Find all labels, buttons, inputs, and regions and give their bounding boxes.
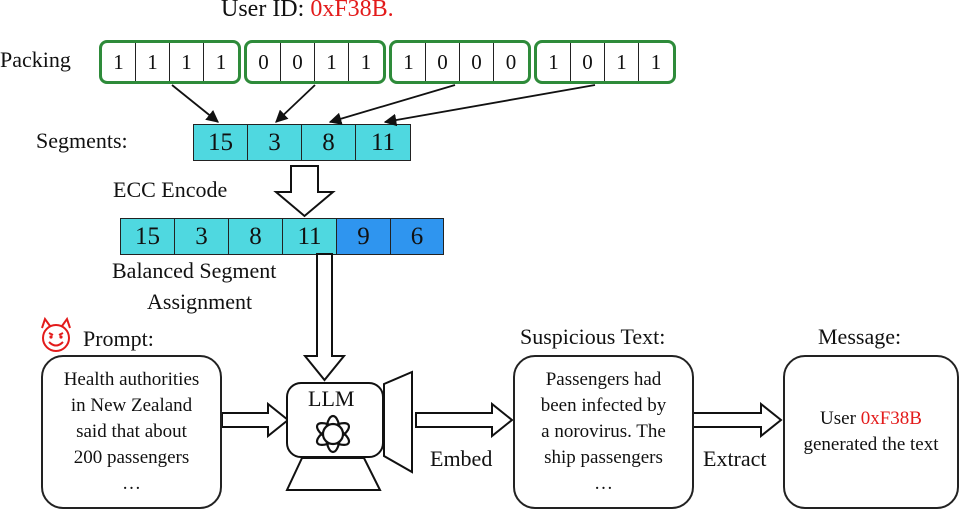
to-llm-arrow bbox=[302, 253, 347, 382]
speaker-icon bbox=[285, 370, 413, 491]
prompt-to-llm-arrow bbox=[221, 401, 290, 439]
prompt-box: Health authorities in New Zealand said t… bbox=[41, 355, 222, 509]
ecc-cell: 11 bbox=[283, 219, 337, 254]
ecc-label: ECC Encode bbox=[113, 177, 228, 202]
segment-cell: 8 bbox=[302, 125, 356, 160]
suspicious-line: been infected by bbox=[540, 395, 667, 416]
message-user-id: 0xF38B bbox=[860, 408, 922, 429]
message-line-1: User 0xF38B bbox=[820, 406, 922, 432]
bit: 0 bbox=[281, 43, 315, 81]
prompt-line: Health authorities bbox=[63, 369, 200, 390]
packing-bits: 1 1 1 1 0 0 1 1 1 0 0 0 1 0 1 1 bbox=[99, 40, 679, 84]
extract-arrow bbox=[692, 401, 783, 439]
prompt-line: said that about bbox=[76, 421, 187, 442]
suspicious-line: Passengers had bbox=[545, 369, 662, 390]
bit: 0 bbox=[460, 43, 494, 81]
bit: 1 bbox=[215, 49, 227, 74]
bit: 1 bbox=[650, 49, 662, 74]
prompt-line: in New Zealand bbox=[70, 395, 193, 416]
parity-cell: 6 bbox=[391, 219, 443, 254]
ecc-cell: 3 bbox=[175, 219, 229, 254]
openai-logo-icon bbox=[315, 414, 351, 454]
bit: 1 bbox=[605, 43, 639, 81]
bit: 1 bbox=[537, 43, 571, 81]
segments-row: 15 3 8 11 bbox=[193, 124, 411, 161]
devil-face-icon bbox=[41, 316, 71, 352]
bit: 1 bbox=[392, 43, 426, 81]
message-prefix: User bbox=[820, 408, 861, 429]
segment-cell: 3 bbox=[248, 125, 302, 160]
bit-group: 1 0 0 0 bbox=[389, 40, 531, 84]
balanced-caption-line1: Balanced Segment bbox=[112, 258, 277, 283]
embed-arrow bbox=[415, 401, 514, 439]
pack-arrow bbox=[171, 84, 219, 123]
message-line-2: generated the text bbox=[803, 434, 939, 455]
message-box: User 0xF38B generated the text bbox=[783, 355, 959, 509]
prompt-label: Prompt: bbox=[83, 326, 154, 351]
ecc-encode-arrow bbox=[273, 165, 336, 218]
prompt-line: 200 passengers bbox=[73, 447, 190, 468]
suspicious-label: Suspicious Text: bbox=[520, 324, 666, 349]
bit: 0 bbox=[426, 43, 460, 81]
pack-arrow bbox=[383, 84, 596, 127]
pack-arrow bbox=[275, 84, 316, 123]
suspicious-box: Passengers had been infected by a norovi… bbox=[513, 355, 694, 509]
user-id: 0xF38B. bbox=[310, 0, 394, 22]
bit-group: 1 1 1 1 bbox=[99, 40, 241, 84]
suspicious-line: … bbox=[594, 473, 613, 494]
ecc-cell: 15 bbox=[121, 219, 175, 254]
segments-label: Segments: bbox=[36, 128, 128, 153]
bit: 1 bbox=[136, 43, 170, 81]
bit: 1 bbox=[360, 49, 372, 74]
suspicious-line: ship passengers bbox=[544, 447, 663, 468]
bit: 1 bbox=[170, 43, 204, 81]
prompt-line: … bbox=[122, 473, 141, 494]
extract-label: Extract bbox=[703, 446, 767, 471]
ecc-cell: 8 bbox=[229, 219, 283, 254]
bit: 1 bbox=[315, 43, 349, 81]
llm-label: LLM bbox=[308, 386, 355, 411]
bit: 0 bbox=[571, 43, 605, 81]
segment-cell: 11 bbox=[356, 125, 410, 160]
title: User ID: 0xF38B. bbox=[221, 0, 394, 23]
pack-arrow bbox=[328, 84, 456, 125]
message-label: Message: bbox=[818, 324, 902, 349]
bit: 0 bbox=[505, 49, 517, 74]
ecc-row: 15 3 8 11 9 6 bbox=[120, 218, 444, 255]
bit-group: 1 0 1 1 bbox=[534, 40, 676, 84]
title-prefix: User ID: bbox=[221, 0, 311, 22]
segment-cell: 15 bbox=[194, 125, 248, 160]
packing-label: Packing bbox=[0, 47, 71, 72]
bit-group: 0 0 1 1 bbox=[244, 40, 386, 84]
balanced-caption-line2: Assignment bbox=[147, 289, 253, 314]
embed-label: Embed bbox=[430, 446, 493, 471]
suspicious-line: a norovirus. The bbox=[541, 421, 666, 442]
bit: 1 bbox=[102, 43, 136, 81]
bit: 0 bbox=[247, 43, 281, 81]
parity-cell: 9 bbox=[337, 219, 391, 254]
